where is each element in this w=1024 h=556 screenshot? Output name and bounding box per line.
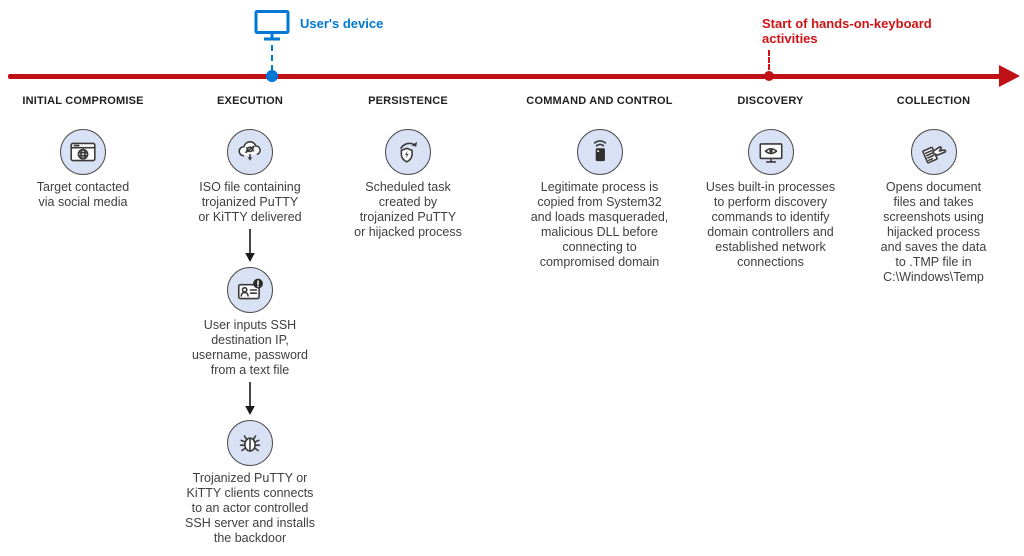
bug-icon <box>227 420 273 466</box>
stage-label: COLLECTION <box>896 95 971 107</box>
step-text: Target contacted via social media <box>36 180 130 209</box>
stage-label: PERSISTENCE <box>368 95 448 107</box>
cloud-malware-download-icon <box>227 129 273 175</box>
stage-label: COMMAND AND CONTROL <box>526 95 673 107</box>
step-text: Uses built-in processes to perform disco… <box>705 180 836 269</box>
step-text: ISO file containing trojanized PuTTY or … <box>198 180 302 224</box>
users-device-timeline-dot <box>266 70 278 82</box>
users-device-connector <box>271 45 273 71</box>
hands-on-keyboard-connector <box>768 50 770 70</box>
monitor-eye-icon <box>747 129 794 175</box>
stage-initial-compromise: INITIAL COMPROMISE Target contacted via … <box>3 95 163 210</box>
device-signal-icon <box>576 129 623 175</box>
step-text: Trojanized PuTTY or KiTTY clients connec… <box>185 471 315 545</box>
browser-globe-icon <box>60 129 106 175</box>
timeline-axis <box>8 74 1002 79</box>
users-device-icon <box>252 9 292 48</box>
stage-execution: EXECUTION ISO file containing trojanized… <box>165 95 335 546</box>
stage-collection: COLLECTION Opens document files and take… <box>851 95 1016 285</box>
timeline-arrowhead-icon <box>999 65 1020 87</box>
stage-command-and-control: COMMAND AND CONTROL Legitimate process i… <box>507 95 692 270</box>
down-arrow-icon <box>245 382 255 415</box>
hands-on-keyboard-timeline-dot <box>764 71 774 81</box>
hand-document-icon <box>910 129 957 175</box>
shield-repeat-icon <box>385 129 431 175</box>
down-arrow-icon <box>245 229 255 262</box>
stage-label: EXECUTION <box>217 95 283 107</box>
step-text: User inputs SSH destination IP, username… <box>191 318 309 377</box>
users-device-label: User's device <box>300 16 384 31</box>
stage-label: INITIAL COMPROMISE <box>22 95 144 107</box>
stage-persistence: PERSISTENCE Scheduled task created by tr… <box>323 95 493 240</box>
hands-on-keyboard-label: Start of hands-on-keyboard activities <box>762 16 932 46</box>
step-text: Legitimate process is copied from System… <box>530 180 669 269</box>
stage-discovery: DISCOVERY Uses built-in processes to per… <box>678 95 863 270</box>
credentials-alert-icon <box>227 267 273 313</box>
step-text: Opens document files and takes screensho… <box>880 180 987 284</box>
stage-label: DISCOVERY <box>737 95 804 107</box>
step-text: Scheduled task created by trojanized PuT… <box>354 180 462 239</box>
